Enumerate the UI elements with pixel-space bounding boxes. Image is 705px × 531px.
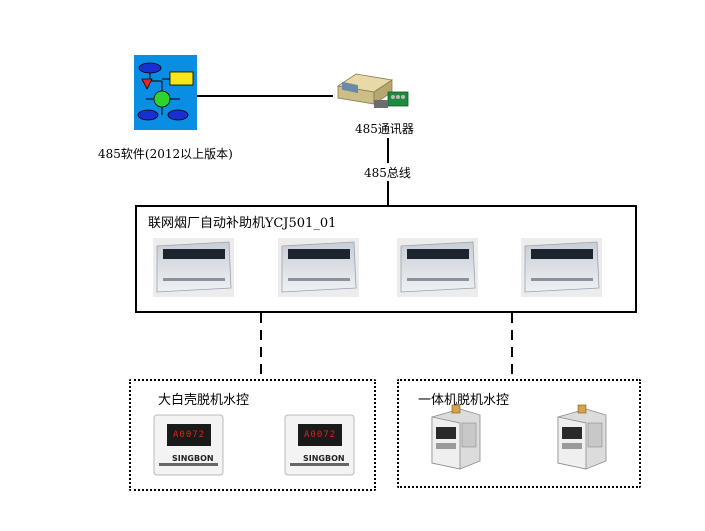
group-a-box xyxy=(129,379,376,491)
main-group-title: 联网烟厂自动补助机YCJ501_01 xyxy=(148,216,337,231)
main-network-group xyxy=(135,205,637,313)
subsidy-machine-icon xyxy=(521,238,602,297)
group-b-title: 一体机脱机水控 xyxy=(418,393,510,408)
subsidy-machine-icon xyxy=(397,238,478,297)
group-b-box xyxy=(397,379,641,488)
subsidy-machine-icon xyxy=(278,238,359,297)
singbon-water-controller-icon xyxy=(284,414,355,476)
brand-logo: SINGBON xyxy=(303,454,345,463)
integrated-water-controller-icon xyxy=(426,403,486,475)
flowchart-icon xyxy=(134,55,197,130)
group-a-title: 大白壳脱机水控 xyxy=(158,393,250,408)
rs485-converter-icon xyxy=(334,70,414,115)
software-label: 485软件(2012以上版本) xyxy=(98,147,233,161)
converter-label: 485通讯器 xyxy=(355,122,414,136)
led-display: A0072 xyxy=(173,430,206,440)
subsidy-machine-icon xyxy=(153,238,234,297)
brand-logo: SINGBON xyxy=(172,454,214,463)
integrated-water-controller-icon xyxy=(552,403,612,475)
bus-label: 485总线 xyxy=(364,166,411,180)
led-display: A0072 xyxy=(304,430,337,440)
singbon-water-controller-icon xyxy=(153,414,224,476)
